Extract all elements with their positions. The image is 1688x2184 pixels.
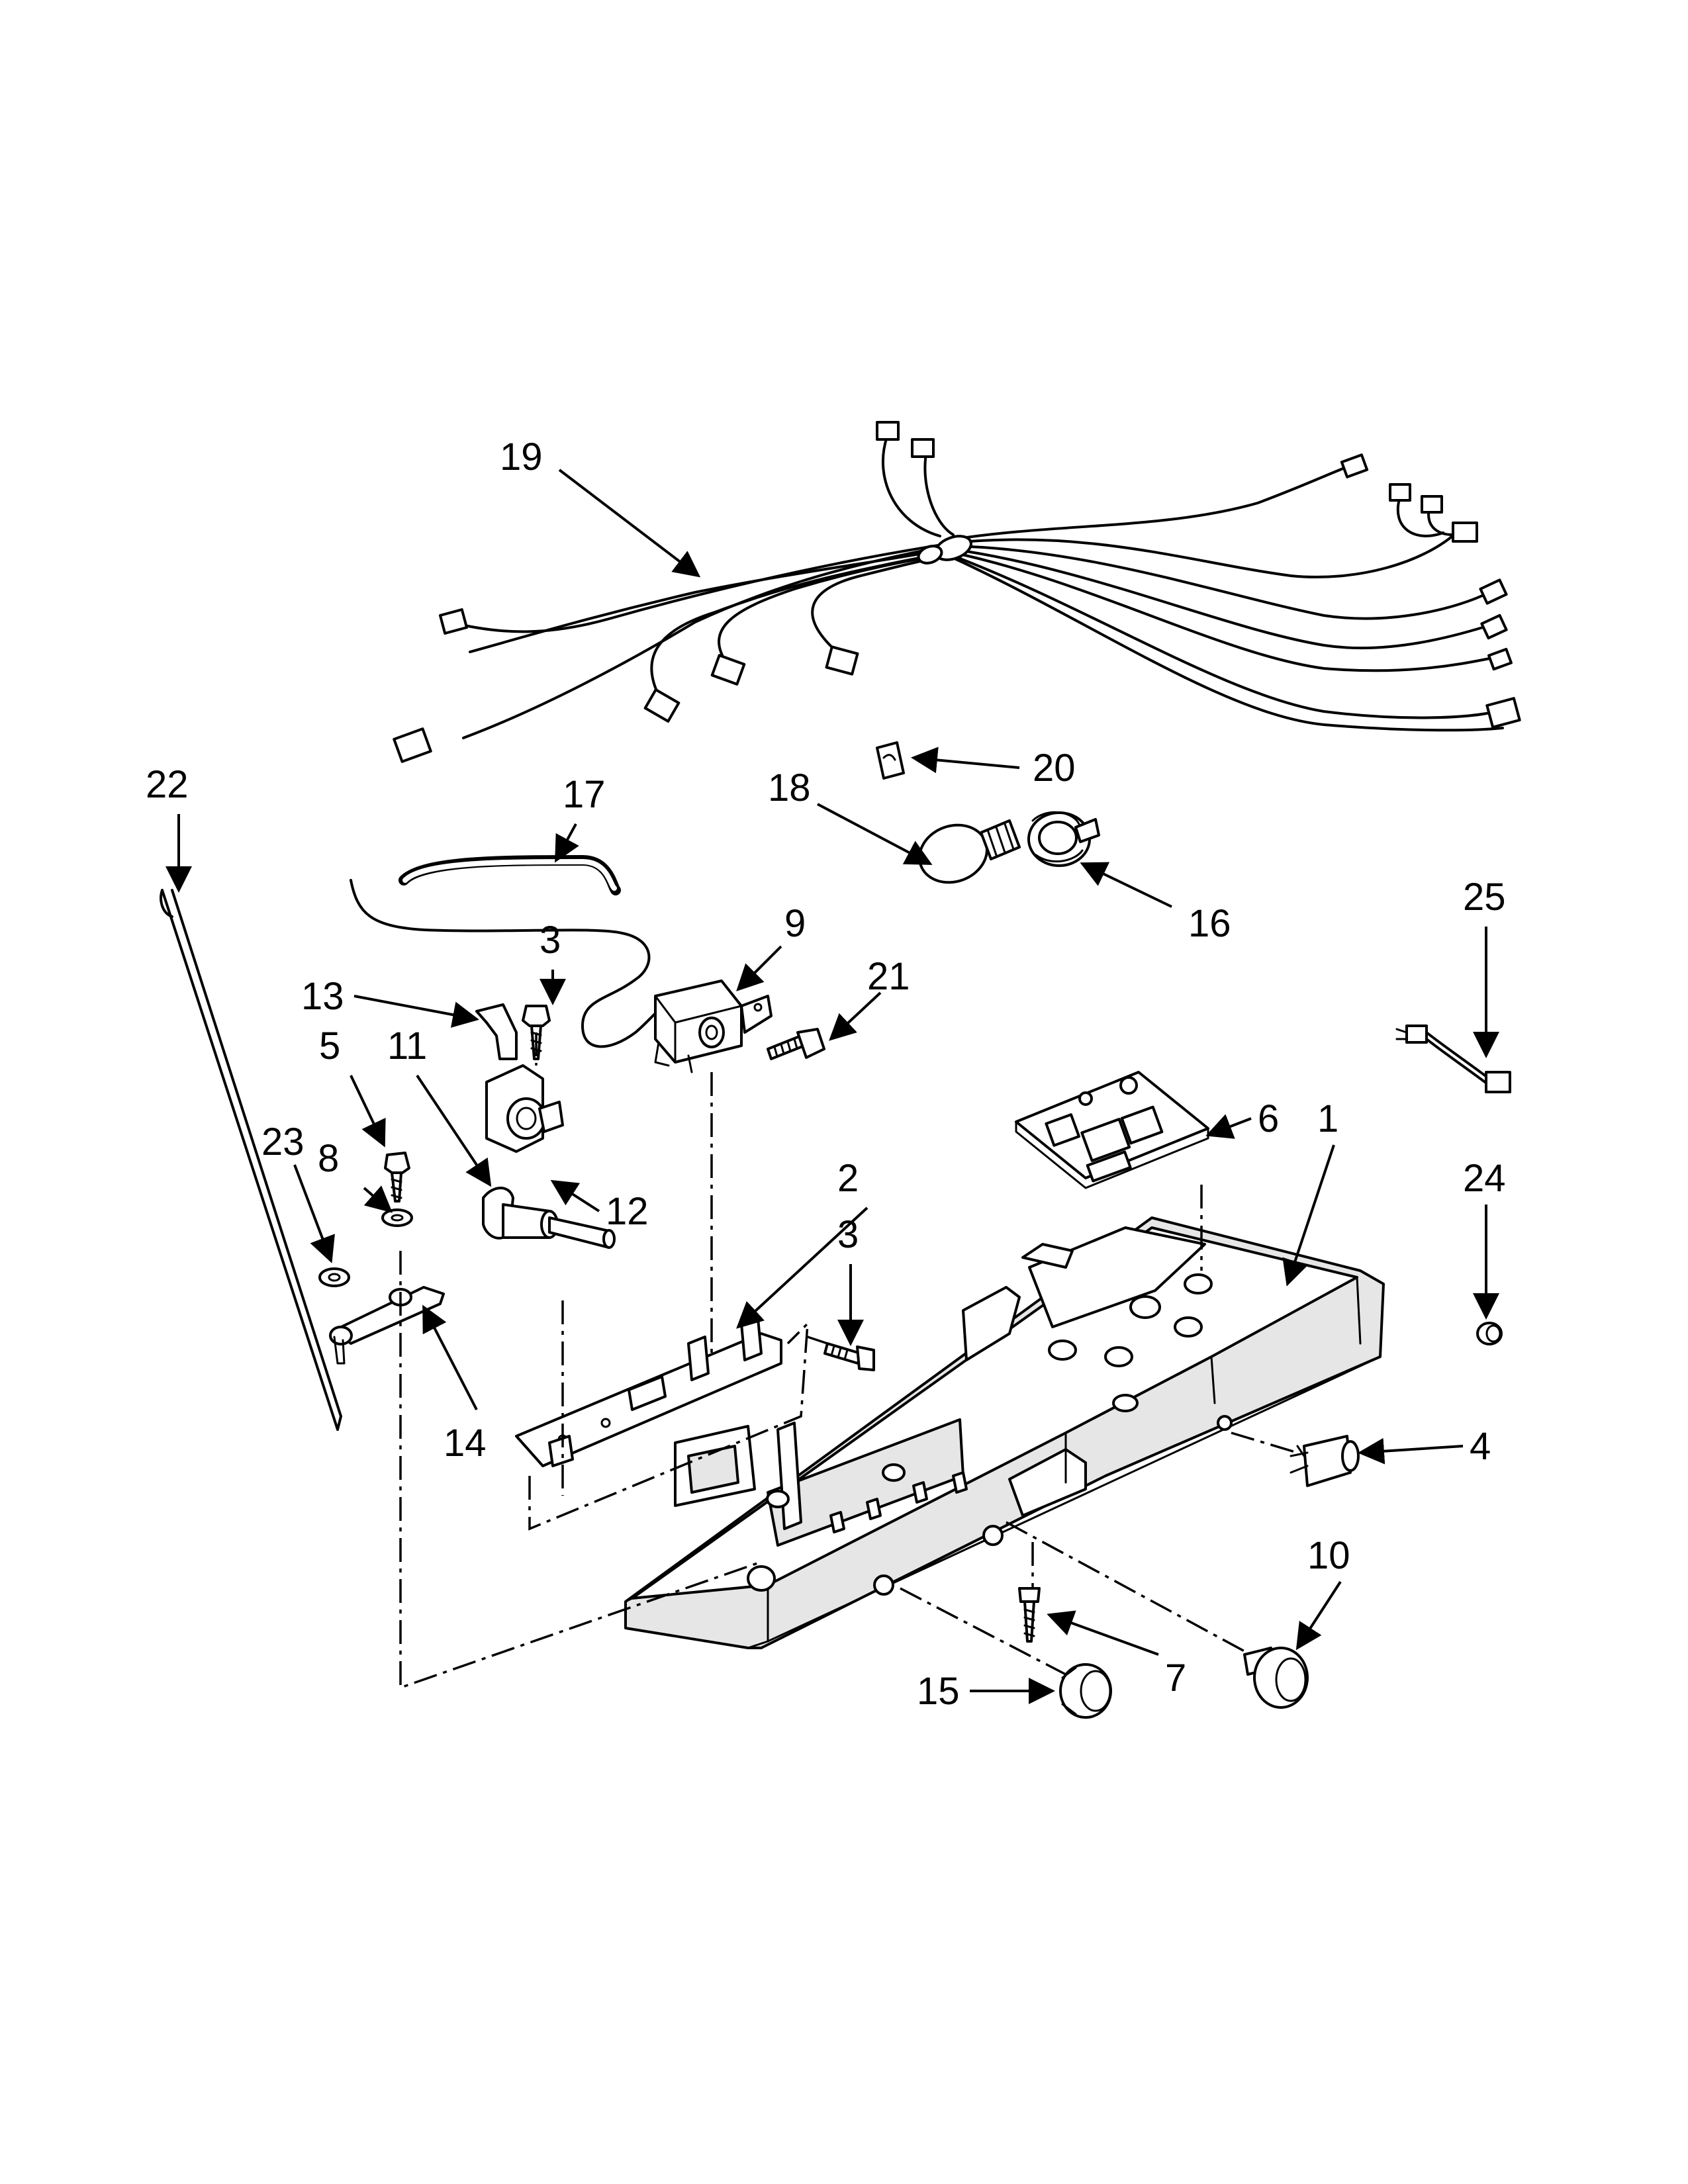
callout-16: 16 [1188,902,1231,945]
callout-19: 19 [500,435,543,478]
callout-17: 17 [563,773,606,816]
control-board [1015,1071,1209,1189]
callout-10: 10 [1307,1534,1350,1577]
callout-4: 4 [1470,1425,1491,1468]
callout-1: 1 [1317,1097,1338,1140]
callout-20: 20 [1033,747,1076,790]
screw [823,1342,875,1371]
screw [1018,1587,1041,1643]
callout-18: 18 [768,766,811,809]
callout-11: 11 [387,1024,427,1068]
callout-25: 25 [1463,876,1506,919]
callout-labels: 1 2 3 3 4 5 6 7 8 9 10 11 12 13 14 15 16… [146,435,1506,1713]
damper-control [654,979,773,1073]
wire-jumper [1395,1024,1511,1093]
control-knob [1243,1647,1309,1709]
callout-2: 2 [837,1157,859,1200]
callout-9: 9 [784,902,806,945]
callout-23: 23 [261,1120,305,1163]
leader-arrows [165,469,1499,1704]
control-knob [1059,1663,1112,1719]
lamp-socket [1027,811,1100,867]
cap [1476,1322,1503,1345]
control-shaft [482,1187,616,1249]
callout-14: 14 [444,1422,487,1465]
callout-24: 24 [1463,1157,1506,1200]
light-bulb [918,819,1021,884]
callout-12: 12 [606,1190,649,1233]
callout-8: 8 [318,1137,339,1180]
screw [384,1152,410,1203]
callout-21: 21 [867,955,910,998]
damper-rod [160,889,342,1431]
washer [318,1267,350,1287]
washer [381,1208,413,1227]
callout-3a: 3 [539,919,561,962]
assembly-guides [399,1032,1298,1690]
drain-tube [350,854,696,1048]
callout-22: 22 [146,763,189,806]
wire-harness [393,421,1521,763]
callout-15: 15 [917,1670,960,1713]
mounting-bracket [515,1317,782,1467]
callout-3b: 3 [837,1213,859,1256]
callout-7: 7 [1165,1657,1186,1700]
screw [767,1028,825,1060]
callout-5: 5 [319,1024,340,1068]
lamp-clip [876,741,905,780]
mounting-clip [475,1003,518,1060]
control-housing [624,1216,1385,1649]
callout-6: 6 [1258,1097,1279,1140]
callout-13: 13 [301,975,344,1018]
bearing-bracket [485,1064,564,1153]
lever-arm [329,1286,445,1365]
door-switch [1289,1435,1360,1487]
